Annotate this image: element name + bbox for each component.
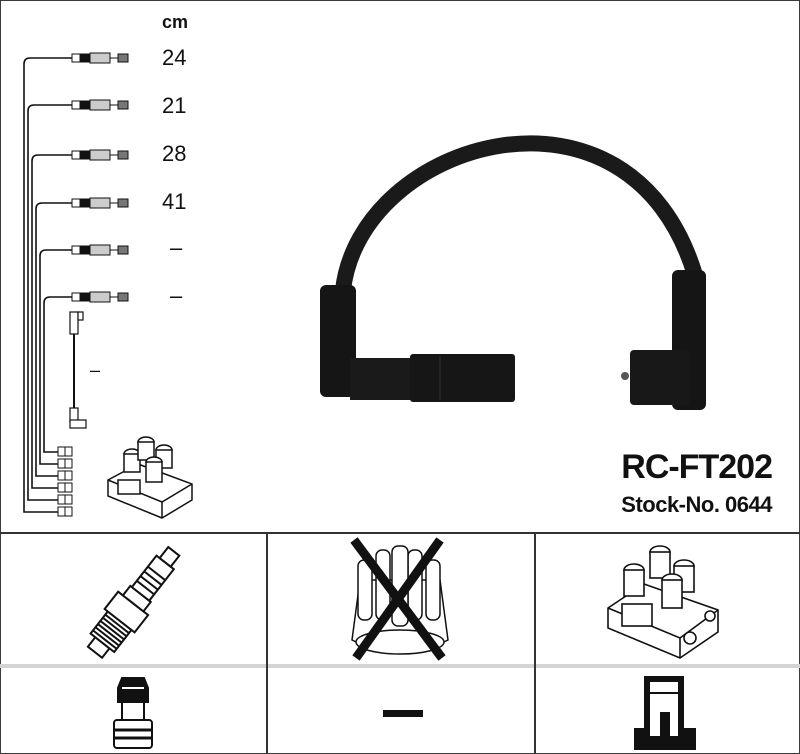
length-unit-label: cm <box>162 12 189 32</box>
coil-terminal-icon <box>634 676 696 750</box>
part-number-title: RC-FT202 <box>621 448 773 486</box>
ignition-coil-icon <box>607 545 719 659</box>
stock-number-label: Stock-No. 0644 <box>621 492 772 517</box>
cable-length-5: – <box>170 235 183 260</box>
cable-length-1: 24 <box>162 45 187 70</box>
cable-schematic-icon <box>23 52 129 517</box>
column-divider-1 <box>266 533 268 754</box>
distributor-cap-icon <box>350 537 449 661</box>
spark-plug-icon <box>86 545 181 660</box>
coil-lead-length: – <box>90 360 101 380</box>
ignition-coil-small-icon <box>107 436 193 519</box>
cable-length-6: – <box>170 283 183 308</box>
section-divider <box>0 532 800 534</box>
ignition-cable-photo <box>320 135 706 410</box>
cable-length-3: 28 <box>162 141 187 166</box>
row-divider <box>0 664 800 668</box>
dash-icon <box>383 710 423 717</box>
column-divider-2 <box>534 533 536 754</box>
cable-length-4: 41 <box>162 189 187 214</box>
cable-length-2: 21 <box>162 93 187 118</box>
spark-plug-terminal-icon <box>113 677 153 749</box>
